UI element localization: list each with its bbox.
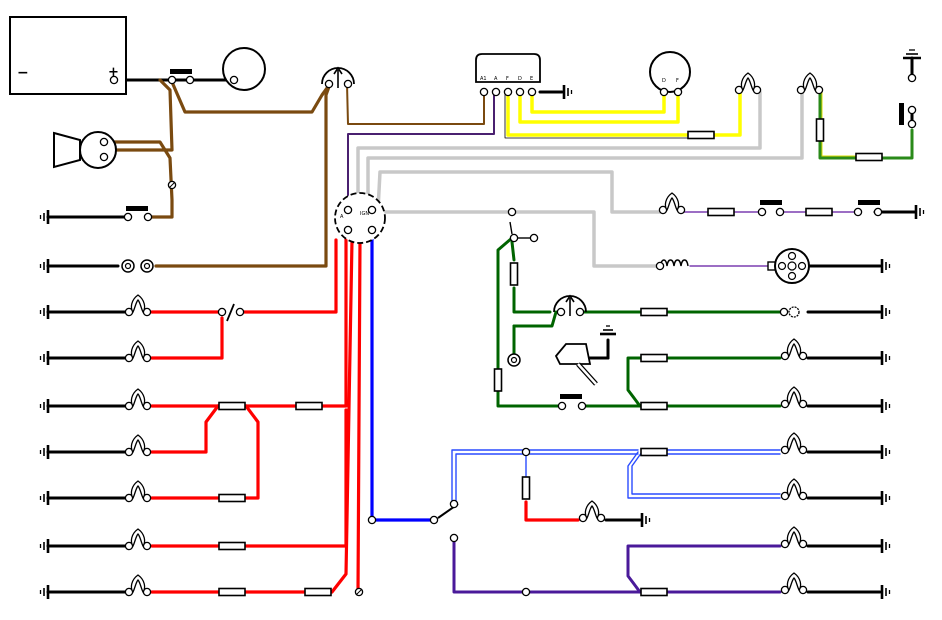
ignition-warning-lamp xyxy=(734,72,762,95)
oil-pressure-switch xyxy=(899,49,921,129)
ign-term-a: A xyxy=(340,214,344,220)
earth-grey-row xyxy=(914,203,925,221)
fuel-gauge xyxy=(553,294,587,317)
fuse-grey-row-1 xyxy=(707,207,735,217)
fuse-green-row-3 xyxy=(640,401,668,411)
starter-motor xyxy=(222,47,266,91)
stop-lamp-switch xyxy=(217,303,245,322)
fuse-green-v-1 xyxy=(509,262,519,286)
right-earths xyxy=(880,257,891,601)
left-earths xyxy=(39,208,50,601)
switch-grey-row-2 xyxy=(853,200,883,217)
cb-term-a: A xyxy=(494,76,498,82)
yellow-outlines xyxy=(504,91,689,139)
cb-term-d: D xyxy=(518,76,522,82)
fuse-green-yellow-v xyxy=(815,118,825,142)
fuel-tank-unit xyxy=(779,306,800,318)
fuse-blue-row xyxy=(640,447,668,457)
red-wires xyxy=(150,234,580,594)
battery-pos-label: + xyxy=(108,65,119,80)
yellow-wires xyxy=(506,90,742,137)
distributor xyxy=(767,248,810,284)
lamp-red-row xyxy=(578,500,606,523)
switch-grey-row-1 xyxy=(757,200,785,217)
battery: − + xyxy=(9,16,127,95)
ign-term-ign: IGN xyxy=(360,211,369,217)
dynamo-term-f: F xyxy=(676,78,679,84)
control-box-earth xyxy=(562,83,573,101)
black-wires xyxy=(46,56,917,594)
ignition-switch: A IGN xyxy=(334,192,386,244)
blue-double-wires xyxy=(451,449,781,505)
ignition-coil xyxy=(655,259,689,271)
fuse-grey-row-2 xyxy=(805,207,833,217)
purple-wires xyxy=(452,536,782,594)
wiper-motor xyxy=(507,325,616,386)
left-lamps xyxy=(124,294,152,597)
dynamo-term-d: D xyxy=(662,78,666,84)
earth-red-row xyxy=(640,511,651,529)
fuse-green-v-2 xyxy=(493,368,503,392)
dynamo: D F xyxy=(649,51,691,97)
fuse-green-row-2 xyxy=(640,353,668,363)
purple-thin-lines xyxy=(683,211,855,267)
switch-green-row xyxy=(557,394,587,411)
ammeter xyxy=(321,66,355,89)
fuse-green-yellow-h xyxy=(855,152,883,162)
fuse-yellow xyxy=(687,130,715,140)
left-fuses xyxy=(218,401,332,597)
purple-thin-wire xyxy=(347,91,495,211)
control-box: A1 A F D E xyxy=(475,53,541,97)
cb-term-e: E xyxy=(530,76,533,82)
cb-term-f: F xyxy=(506,76,509,82)
brown-thin-wire xyxy=(346,83,485,125)
dip-switch xyxy=(367,499,459,543)
starter-solenoid xyxy=(167,69,195,85)
horn xyxy=(53,131,117,169)
right-lamps xyxy=(780,338,808,595)
flasher-unit xyxy=(507,207,539,243)
blue-wires xyxy=(370,234,434,522)
battery-neg-label: − xyxy=(17,65,29,81)
horn-push xyxy=(123,206,153,222)
blue-junction xyxy=(521,447,531,457)
purple-junction xyxy=(521,587,531,597)
fuse-green-fuel xyxy=(640,307,668,317)
green-yellow-wire xyxy=(818,90,914,160)
fuse-purple-row xyxy=(640,587,668,597)
lamp-grey-row xyxy=(658,192,686,215)
brown-wires xyxy=(110,78,332,268)
cb-term-a1: A1 xyxy=(480,76,487,82)
grey-wires xyxy=(356,90,804,268)
panel-light-connector xyxy=(121,259,154,273)
oil-warning-lamp xyxy=(796,72,824,95)
fuse-red-v xyxy=(521,476,531,500)
green-wires xyxy=(496,236,782,408)
